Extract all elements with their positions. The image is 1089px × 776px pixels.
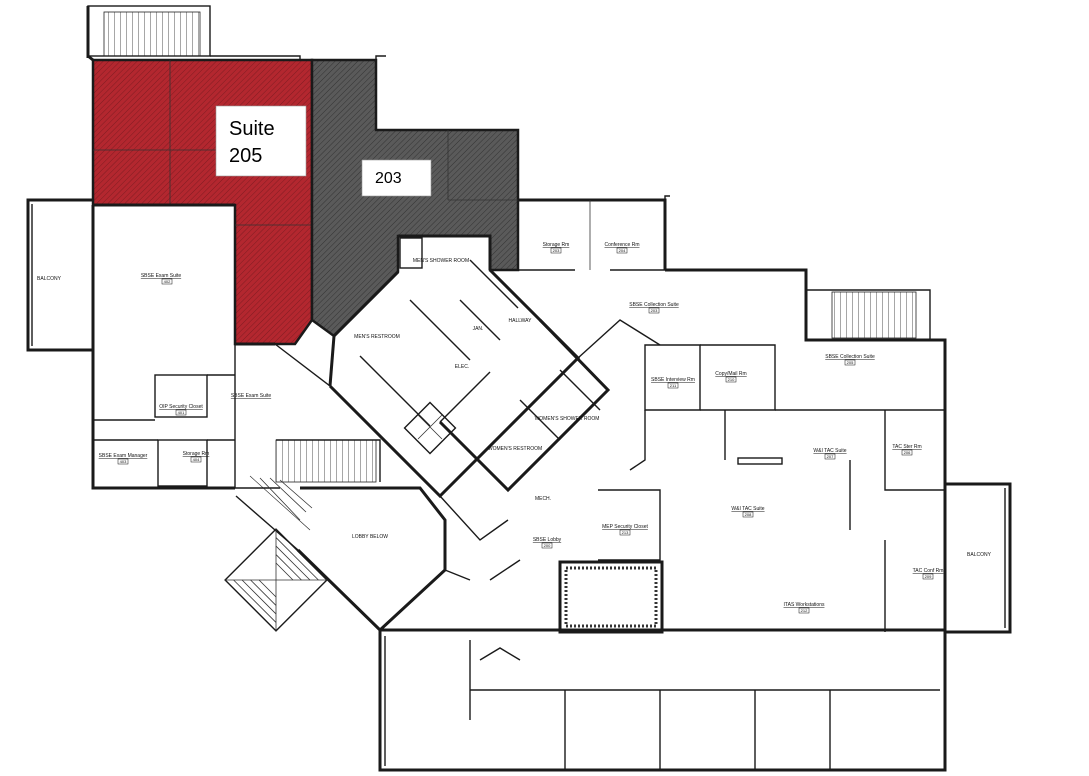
svg-text:SBSE Exam Manager: SBSE Exam Manager — [99, 453, 148, 459]
svg-text:208: 208 — [745, 512, 752, 517]
svg-text:203: 203 — [651, 308, 658, 313]
svg-text:W&I TAC Suite: W&I TAC Suite — [813, 448, 846, 454]
room-tac-conf-rm[interactable]: TAC Conf Rm 209 — [913, 568, 944, 580]
restroom-core — [328, 234, 611, 499]
svg-text:Conference Rm: Conference Rm — [604, 242, 639, 248]
outer-walls — [87, 54, 670, 200]
svg-text:SBSE Interview Rm: SBSE Interview Rm — [651, 377, 695, 383]
svg-text:Copy/Mail Rm: Copy/Mail Rm — [715, 371, 746, 377]
svg-text:401: 401 — [178, 410, 185, 415]
room-mens-shower: MEN'S SHOWER ROOM — [413, 258, 469, 264]
inner-stair — [558, 560, 664, 634]
room-sbse-collection-suite[interactable]: SBSE Collection Suite 203 — [629, 302, 679, 314]
svg-text:Storage Rm: Storage Rm — [543, 242, 570, 248]
balcony-right: BALCONY — [945, 482, 1012, 634]
room-mens-restroom: MEN'S RESTROOM — [354, 334, 400, 340]
suite-203-label: 203 — [361, 159, 432, 197]
room-wi-tac-suite-2[interactable]: W&I TAC Suite 208 — [731, 506, 765, 518]
suite-203-label-text: 203 — [375, 170, 402, 187]
svg-text:SBSE Exam Suite: SBSE Exam Suite — [141, 273, 182, 279]
room-sbse-exam-suite-2[interactable]: SBSE Exam Suite — [231, 393, 272, 399]
room-sbse-exam-suite[interactable]: SBSE Exam Suite 402 — [141, 273, 182, 285]
room-sbse-exam-manager[interactable]: SBSE Exam Manager 403 — [99, 453, 148, 465]
room-oip-security-closet[interactable]: OIP Security Closet 401 — [159, 404, 203, 416]
svg-text:SBSE Collection Suite: SBSE Collection Suite — [629, 302, 679, 308]
svg-text:OIP Security Closet: OIP Security Closet — [159, 404, 203, 410]
east-wing — [598, 268, 947, 632]
lobby-area: LOBBY BELOW — [224, 439, 447, 633]
svg-text:TAC Conf Rm: TAC Conf Rm — [913, 568, 944, 574]
suite-205-label-line2: 205 — [229, 145, 262, 167]
room-mep-security-closet[interactable]: MEP Security Closet 213 — [602, 524, 648, 536]
room-sbse-lobby[interactable]: SBSE Lobby 200 — [533, 537, 562, 549]
svg-text:211: 211 — [670, 383, 677, 388]
balcony-left-label: BALCONY — [37, 276, 62, 282]
svg-text:206: 206 — [904, 450, 911, 455]
stair-top-left — [86, 5, 211, 58]
svg-text:TAC Ster Rm: TAC Ster Rm — [892, 444, 921, 450]
top-right-rooms — [518, 198, 667, 271]
svg-text:MEP Security Closet: MEP Security Closet — [602, 524, 648, 530]
suite-203-area[interactable] — [310, 58, 520, 338]
svg-text:Storage Rm: Storage Rm — [183, 451, 210, 457]
suite-205-walls — [93, 60, 312, 226]
room-elec: ELEC. — [455, 364, 469, 370]
room-mech: MECH. — [535, 496, 551, 502]
room-tac-ster-rm[interactable]: TAC Ster Rm 206 — [892, 444, 922, 456]
svg-text:210: 210 — [728, 377, 735, 382]
room-wi-tac-suite-1[interactable]: W&I TAC Suite 207 — [813, 448, 847, 460]
room-lobby-below: LOBBY BELOW — [352, 534, 388, 540]
svg-text:209: 209 — [925, 574, 932, 579]
room-copy-mail-rm[interactable]: Copy/Mail Rm 210 — [715, 371, 747, 383]
svg-text:200: 200 — [544, 543, 551, 548]
svg-text:ITAS Workstations: ITAS Workstations — [784, 602, 825, 608]
svg-text:212: 212 — [801, 608, 808, 613]
room-jan: JAN. — [473, 326, 484, 332]
svg-text:404: 404 — [193, 457, 200, 462]
suite-203-walls — [447, 130, 518, 201]
svg-text:402: 402 — [164, 279, 171, 284]
svg-text:W&I TAC Suite: W&I TAC Suite — [731, 506, 764, 512]
room-conference-rm[interactable]: Conference Rm 204 — [604, 242, 640, 254]
corridors — [234, 319, 661, 581]
balcony-left: BALCONY — [26, 198, 93, 352]
suite-205-area[interactable] — [91, 58, 314, 346]
suite-205-label-line1: Suite — [229, 118, 275, 140]
room-sbse-collection-suite-2[interactable]: SBSE Collection Suite 205 — [825, 354, 875, 366]
svg-text:SBSE Exam Suite: SBSE Exam Suite — [231, 393, 272, 399]
room-sbse-interview-rm[interactable]: SBSE Interview Rm 211 — [651, 377, 695, 389]
bottom-wing — [378, 628, 947, 772]
svg-text:207: 207 — [827, 454, 834, 459]
svg-text:SBSE Lobby: SBSE Lobby — [533, 537, 562, 543]
room-womens-shower: WOMEN'S SHOWER ROOM — [535, 416, 600, 422]
left-wing — [91, 203, 275, 490]
room-storage-rm-left[interactable]: Storage Rm 404 — [183, 451, 210, 463]
room-storage-rm-top[interactable]: Storage Rm 203 — [543, 242, 570, 254]
room-womens-restroom: WOMEN'S RESTROOM — [488, 446, 542, 452]
stair-right-upper — [806, 289, 931, 340]
svg-text:SBSE Collection Suite: SBSE Collection Suite — [825, 354, 875, 360]
svg-text:204: 204 — [619, 248, 626, 253]
room-hallway: HALLWAY — [509, 318, 533, 324]
svg-text:203: 203 — [553, 248, 560, 253]
svg-text:213: 213 — [622, 530, 629, 535]
balcony-right-label: BALCONY — [967, 552, 992, 558]
svg-text:205: 205 — [847, 360, 854, 365]
room-itas-workstations[interactable]: ITAS Workstations 212 — [784, 602, 825, 614]
suite-205-label: Suite 205 — [215, 105, 307, 177]
svg-text:403: 403 — [120, 459, 127, 464]
